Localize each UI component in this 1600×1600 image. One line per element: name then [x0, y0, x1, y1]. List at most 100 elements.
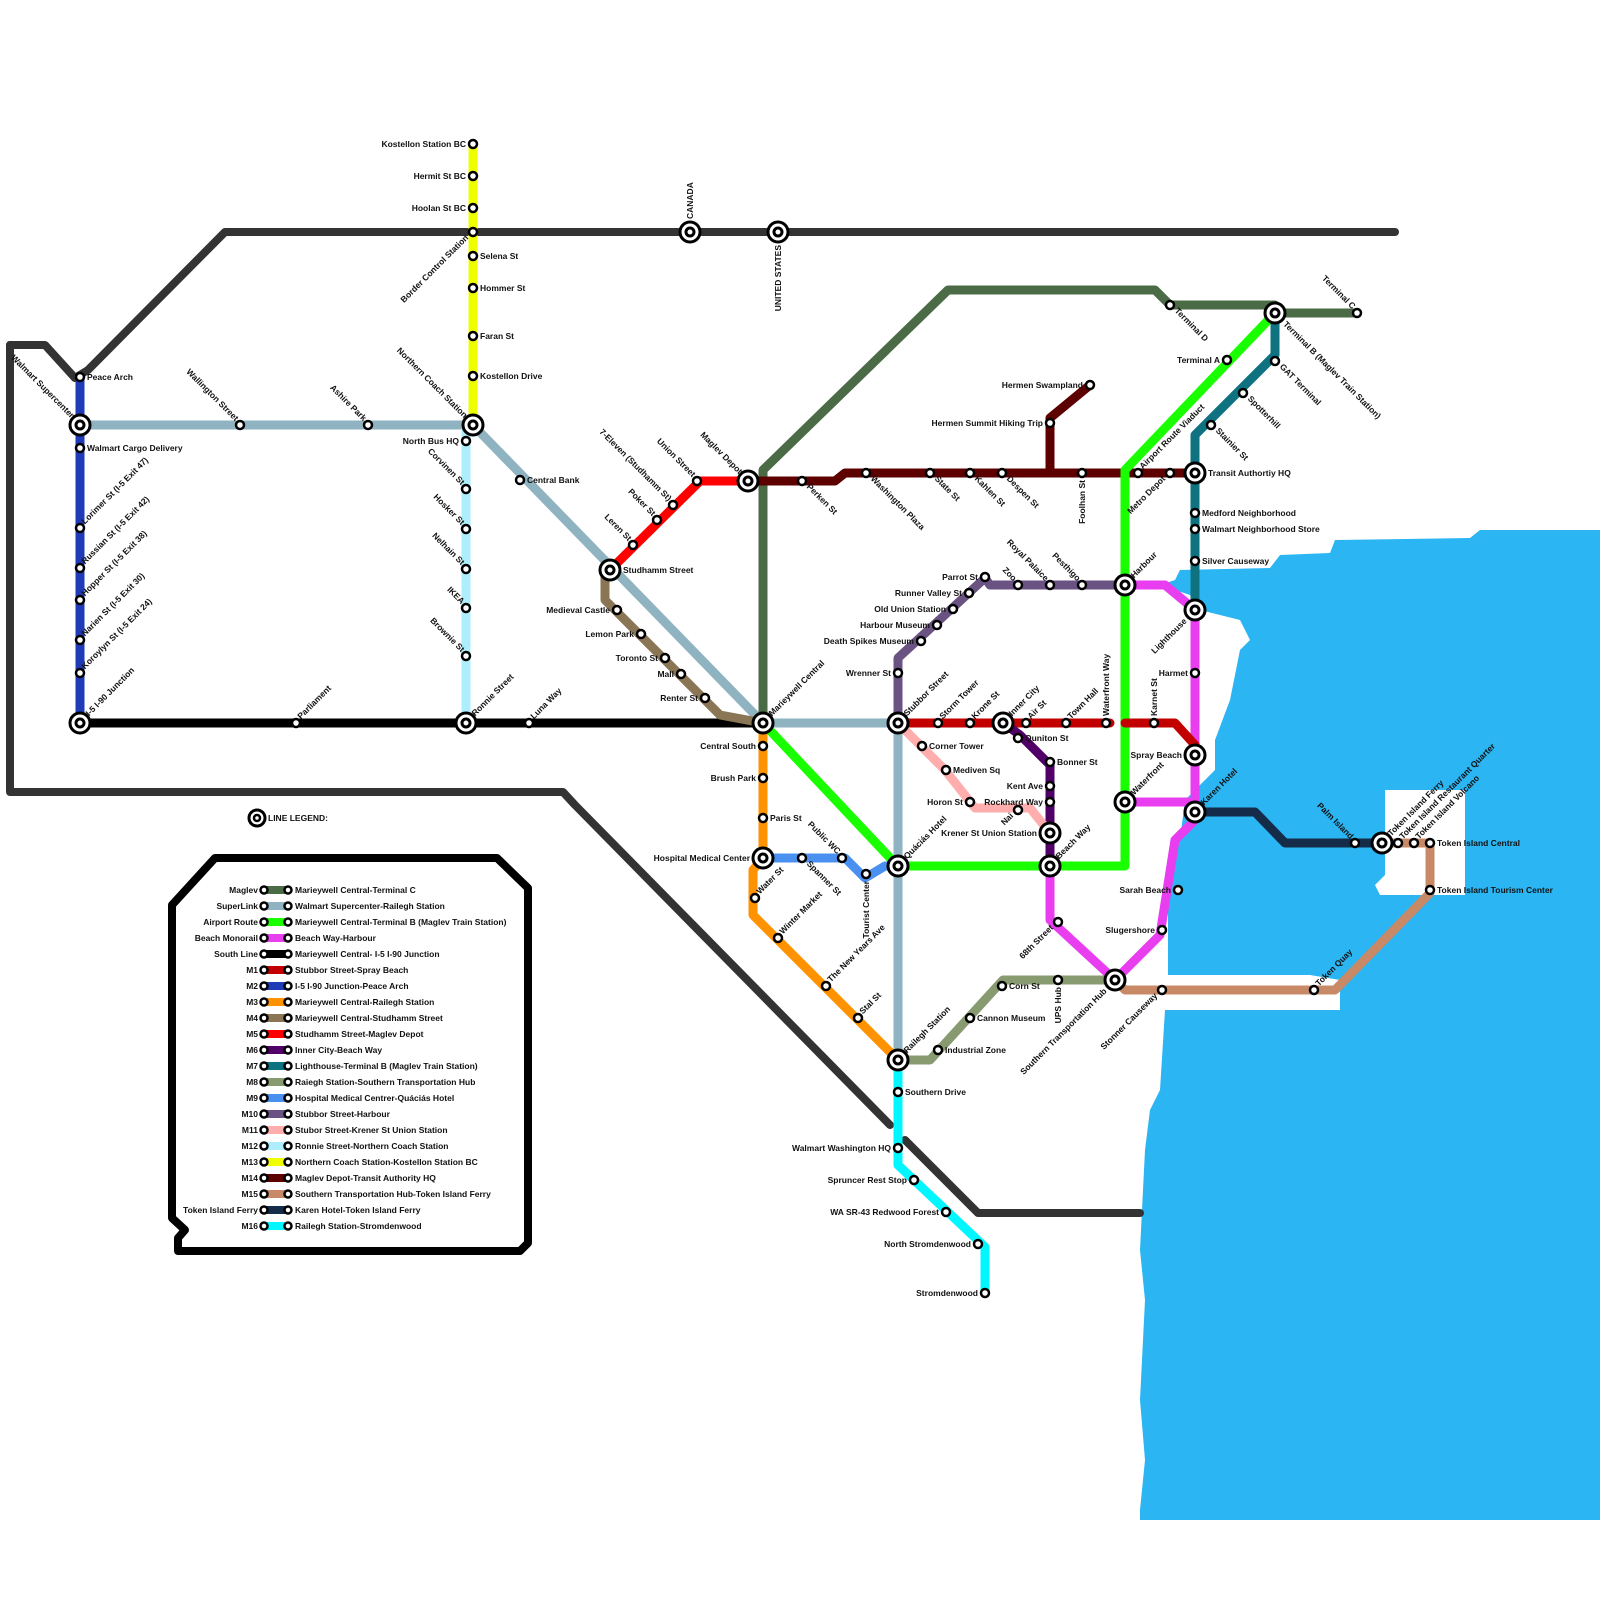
- station-air-st[interactable]: [1020, 717, 1032, 729]
- station-terminal-c[interactable]: [1351, 307, 1363, 319]
- station-hommer-st[interactable]: [467, 282, 479, 294]
- station-hospital-medical-center[interactable]: [751, 846, 775, 870]
- station-stal-st[interactable]: [852, 1012, 864, 1024]
- station-walmart-cargo-delivery[interactable]: [74, 442, 86, 454]
- station-wallington-street[interactable]: [234, 419, 246, 431]
- station-storm-tower[interactable]: [932, 717, 944, 729]
- station-medford-neighborhood[interactable]: [1189, 507, 1201, 519]
- station-the-new-years-ave[interactable]: [820, 980, 832, 992]
- station-waterfront[interactable]: [1113, 790, 1137, 814]
- station-token-island-volcano[interactable]: [1408, 837, 1420, 849]
- station-spruncer-rest-stop[interactable]: [908, 1174, 920, 1186]
- station-walmart-supercenter[interactable]: [68, 413, 92, 437]
- station-rockhard-way[interactable]: [1044, 796, 1056, 808]
- station-renter-st[interactable]: [699, 692, 711, 704]
- station-russian-st-i-5-exit-42[interactable]: [74, 562, 86, 574]
- station-medieval-castle[interactable]: [611, 604, 623, 616]
- station-perken-st[interactable]: [796, 475, 808, 487]
- station-railegh-station[interactable]: [886, 1048, 910, 1072]
- station-spanner-st[interactable]: [796, 852, 808, 864]
- station-68th-street[interactable]: [1052, 916, 1064, 928]
- station-karnet-st[interactable]: [1148, 717, 1160, 729]
- station-brownie-st[interactable]: [460, 650, 472, 662]
- station-token-island-tourism-center[interactable]: [1424, 884, 1436, 896]
- station-toronto-st[interactable]: [659, 652, 671, 664]
- station-paris-st[interactable]: [757, 812, 769, 824]
- station-terminal-b-maglev-train-station[interactable]: [1263, 301, 1287, 325]
- station-peace-arch[interactable]: [74, 371, 86, 383]
- station-nai[interactable]: [1012, 804, 1024, 816]
- station-corner-tower[interactable]: [916, 740, 928, 752]
- station-north-bus-hq[interactable]: [460, 435, 472, 447]
- station-kostellon-station-bc[interactable]: [467, 138, 479, 150]
- station-koroylyn-st-i-5-exit-24[interactable]: [74, 667, 86, 679]
- station-foolhan-st[interactable]: [1076, 467, 1088, 479]
- station-horon-st[interactable]: [964, 796, 976, 808]
- station-bonner-st[interactable]: [1044, 756, 1056, 768]
- station-border-control-station[interactable]: [467, 226, 479, 238]
- station-token-island-restaurant-quarter[interactable]: [1392, 837, 1404, 849]
- station-ups-hub[interactable]: [1052, 974, 1064, 986]
- station-spotterhill[interactable]: [1237, 387, 1249, 399]
- station-cannon-museum[interactable]: [964, 1012, 976, 1024]
- station-palm-island[interactable]: [1349, 837, 1361, 849]
- station-state-st[interactable]: [924, 467, 936, 479]
- station-walmart-washington-hq[interactable]: [892, 1142, 904, 1154]
- station-northern-coach-station[interactable]: [461, 413, 485, 437]
- station-kahlen-st[interactable]: [964, 467, 976, 479]
- station-canada[interactable]: [678, 220, 702, 244]
- station-public-wc[interactable]: [836, 852, 848, 864]
- station-hopper-st-i-5-exit-38[interactable]: [74, 594, 86, 606]
- station-walmart-neighborhood-store[interactable]: [1189, 523, 1201, 535]
- station-old-union-station[interactable]: [947, 603, 959, 615]
- station-southern-transportation-hub[interactable]: [1103, 968, 1127, 992]
- station-hermen-summit-hiking-trip[interactable]: [1044, 417, 1056, 429]
- station-qu-ci-s-hotel[interactable]: [886, 854, 910, 878]
- station-mall[interactable]: [675, 668, 687, 680]
- station-token-island-central[interactable]: [1424, 837, 1436, 849]
- station-winter-market[interactable]: [772, 932, 784, 944]
- station-royal-palaice[interactable]: [1044, 579, 1056, 591]
- station-gat-terminal[interactable]: [1269, 355, 1281, 367]
- station-stubbor-street[interactable]: [886, 711, 910, 735]
- station-faran-st[interactable]: [467, 330, 479, 342]
- station-hosker-st[interactable]: [460, 523, 472, 535]
- station-union-street[interactable]: [691, 475, 703, 487]
- station-ashire-park[interactable]: [362, 419, 374, 431]
- station-lemon-park[interactable]: [635, 628, 647, 640]
- station-airport-route-viaduct[interactable]: [1132, 467, 1144, 479]
- station-pesthigo[interactable]: [1076, 579, 1088, 591]
- station-narien-st-i-5-exit-30[interactable]: [74, 634, 86, 646]
- station-parrot-st[interactable]: [979, 571, 991, 583]
- station-brush-park[interactable]: [757, 772, 769, 784]
- station-i-5-i-90-junction[interactable]: [68, 711, 92, 735]
- station-death-spikes-museum[interactable]: [915, 635, 927, 647]
- station-krener-st-union-station[interactable]: [1038, 821, 1062, 845]
- station-ronnie-street[interactable]: [454, 711, 478, 735]
- station-wrenner-st[interactable]: [892, 667, 904, 679]
- station-harbour-museum[interactable]: [931, 619, 943, 631]
- station-despen-st[interactable]: [996, 467, 1008, 479]
- station-beach-way[interactable]: [1038, 854, 1062, 878]
- station-kostellon-drive[interactable]: [467, 370, 479, 382]
- station-zoo[interactable]: [1012, 579, 1024, 591]
- station-luna-way[interactable]: [523, 717, 535, 729]
- station-inner-city[interactable]: [991, 711, 1015, 735]
- station-central-south[interactable]: [757, 740, 769, 752]
- station-kent-ave[interactable]: [1044, 780, 1056, 792]
- station-lighthouse[interactable]: [1183, 598, 1207, 622]
- station-lorimer-st-i-5-exit-47[interactable]: [74, 522, 86, 534]
- station-nelhain-st[interactable]: [460, 563, 472, 575]
- station-industrial-zone[interactable]: [932, 1044, 944, 1056]
- station-hoolan-st-bc[interactable]: [467, 202, 479, 214]
- station-corvinen-st[interactable]: [460, 483, 472, 495]
- station-harmet[interactable]: [1189, 667, 1201, 679]
- station-stainier-st[interactable]: [1205, 419, 1217, 431]
- station-studhamm-street[interactable]: [598, 558, 622, 582]
- station-metro-depot[interactable]: [1164, 467, 1176, 479]
- station-stonner-causeway[interactable]: [1156, 984, 1168, 996]
- station-spray-beach[interactable]: [1183, 743, 1207, 767]
- station-poker-st[interactable]: [651, 514, 663, 526]
- station-token-island-ferry[interactable]: [1370, 831, 1394, 855]
- station-hermit-st-bc[interactable]: [467, 170, 479, 182]
